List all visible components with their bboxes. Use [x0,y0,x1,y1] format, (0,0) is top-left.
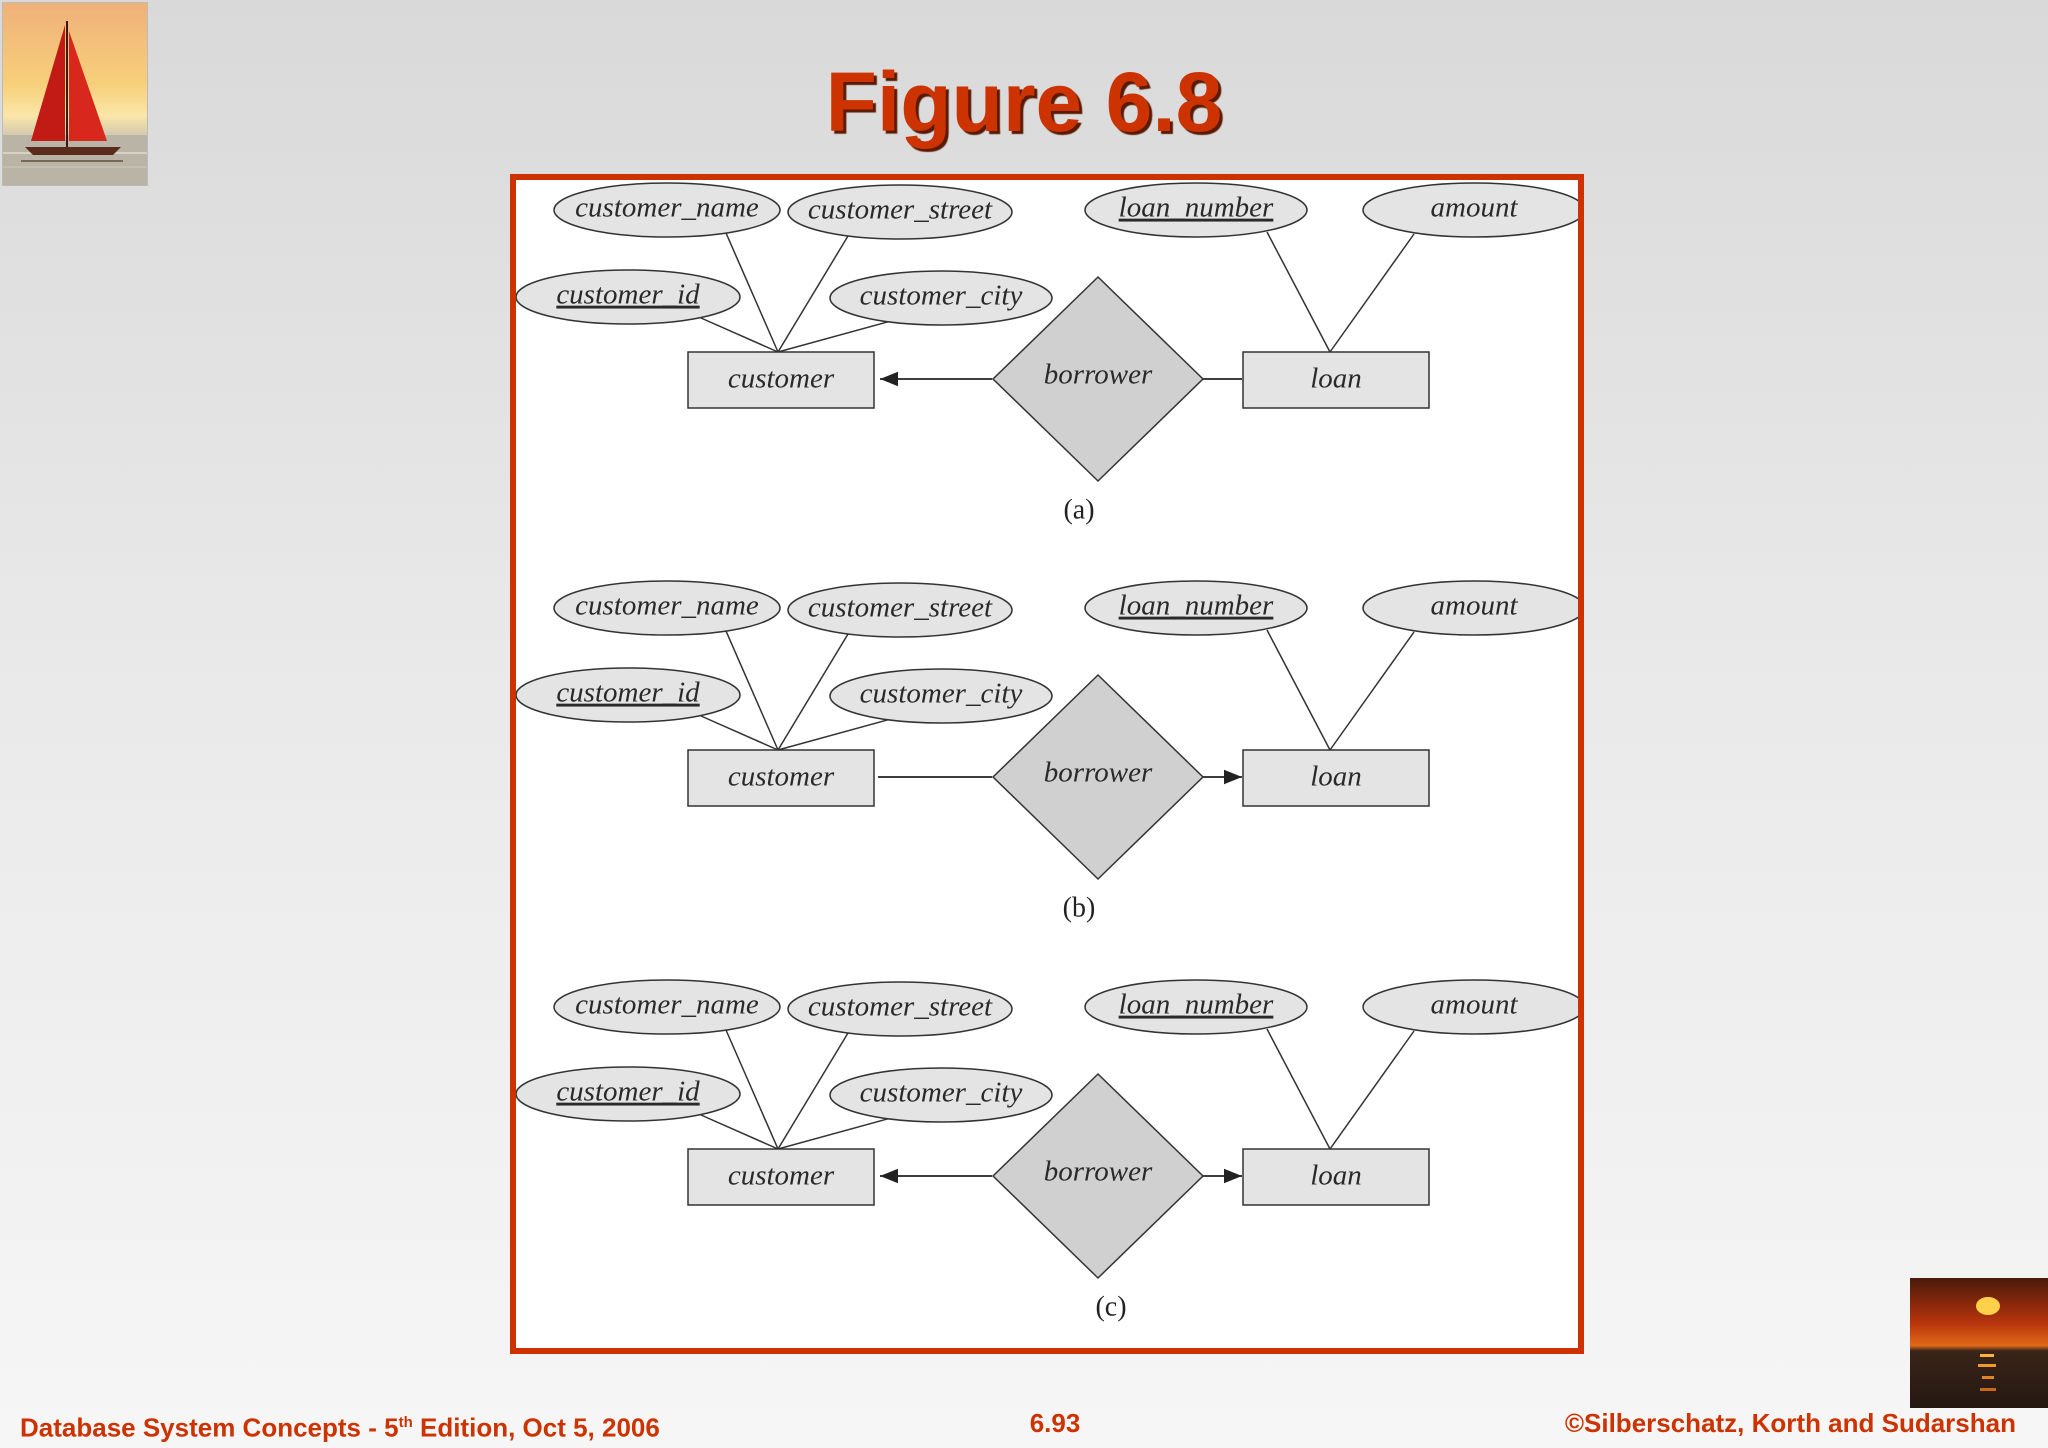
attribute-label-customer-street: customer_street [808,194,993,226]
attribute-ellipse-customer-name [553,182,781,238]
attribute-label-loan-number: loan_number [1119,192,1274,224]
attribute-label-customer-name: customer_name [575,590,759,622]
attribute-label-customer-name: customer_name [575,989,759,1021]
slide-title: Figure 6.8 [825,55,1223,149]
footer-edition-superscript: th [398,1414,413,1431]
attribute-ellipse-customer-street [787,981,1013,1037]
relationship-label-borrower: borrower [1044,1156,1153,1188]
attribute-link-loan-number [1266,629,1331,751]
attribute-ellipse-amount [1362,182,1578,238]
attribute-ellipse-customer-city [829,668,1053,724]
footer-book-title: Database System Concepts - 5th Edition, … [20,1406,660,1443]
attribute-ellipse-loan-number [1084,182,1308,238]
attribute-ellipse-customer-street [787,184,1013,240]
attribute-label-amount: amount [1431,989,1519,1021]
attribute-ellipse-amount [1362,979,1578,1035]
attribute-label-loan-number: loan_number [1119,590,1274,622]
attribute-ellipse-customer-name [553,979,781,1035]
attribute-label-customer-street: customer_street [808,592,993,624]
panel-caption: (a) [1063,494,1094,525]
attribute-link-amount [1329,233,1415,353]
attribute-ellipse-customer-id [516,1066,741,1122]
relationship-diamond-borrower [991,673,1205,881]
attribute-link-customer-street [777,633,849,751]
attribute-link-customer-id [700,715,779,751]
relationship-diamond-borrower [991,275,1205,483]
attribute-label-customer-city: customer_city [860,1077,1023,1109]
attribute-ellipse-customer-id [516,269,741,325]
attribute-link-customer-id [700,317,779,353]
sunset-icon [1910,1278,2048,1408]
attribute-label-customer-city: customer_city [860,280,1023,312]
attribute-ellipse-customer-city [829,270,1053,326]
entity-box-loan [1242,1148,1430,1206]
entity-label-loan: loan [1310,1160,1362,1192]
attribute-link-customer-city [777,718,892,751]
attribute-link-customer-name [725,1029,779,1150]
relationship-label-borrower: borrower [1044,757,1153,789]
attribute-link-loan-number [1266,231,1331,353]
entity-label-customer: customer [728,363,835,395]
attribute-label-customer-street: customer_street [808,991,993,1023]
attribute-link-loan-number [1266,1028,1331,1150]
relationship-diamond-borrower [991,1072,1205,1280]
attribute-link-amount [1329,631,1415,751]
sailboat-logo [2,2,148,186]
entity-box-customer [687,749,875,807]
attribute-label-customer-id: customer_id [556,1076,700,1108]
entity-label-customer: customer [728,1160,835,1192]
footer-book-title-text: Database System Concepts - 5 [20,1412,399,1443]
attribute-ellipse-customer-id [516,667,741,723]
attribute-link-customer-name [725,232,779,353]
entity-label-loan: loan [1310,761,1362,793]
attribute-ellipse-amount [1362,580,1578,636]
attribute-link-customer-street [777,1032,849,1150]
footer-copyright: ©Silberschatz, Korth and Sudarshan [1564,1408,2016,1438]
entity-box-customer [687,351,875,409]
attribute-label-customer-id: customer_id [556,279,700,311]
footer-page-number: 6.93 [1029,1408,1081,1438]
attribute-ellipse-loan-number [1084,580,1308,636]
entity-box-loan [1242,749,1430,807]
attribute-link-customer-id [700,1114,779,1150]
attribute-link-customer-name [725,630,779,751]
footer-edition-date: Edition, Oct 5, 2006 [412,1412,660,1443]
relationship-label-borrower: borrower [1044,359,1153,391]
panel-caption: (b) [1063,892,1096,923]
attribute-link-customer-street [777,235,849,353]
entity-box-loan [1242,351,1430,409]
attribute-ellipse-customer-city [829,1067,1053,1123]
attribute-label-customer-city: customer_city [860,678,1023,710]
attribute-ellipse-customer-street [787,582,1013,638]
attribute-label-loan-number: loan_number [1119,989,1274,1021]
attribute-label-customer-name: customer_name [575,192,759,224]
attribute-label-amount: amount [1431,590,1519,622]
attribute-ellipse-customer-name [553,580,781,636]
sunset-logo [1910,1278,2048,1408]
panel-caption: (c) [1095,1291,1126,1322]
attribute-link-amount [1329,1030,1415,1150]
attribute-label-customer-id: customer_id [556,677,700,709]
sailboat-icon [3,3,147,185]
attribute-link-customer-city [777,1117,892,1150]
attribute-ellipse-loan-number [1084,979,1308,1035]
entity-label-customer: customer [728,761,835,793]
attribute-link-customer-city [777,320,892,353]
entity-box-customer [687,1148,875,1206]
attribute-label-amount: amount [1431,192,1519,224]
entity-label-loan: loan [1310,363,1362,395]
